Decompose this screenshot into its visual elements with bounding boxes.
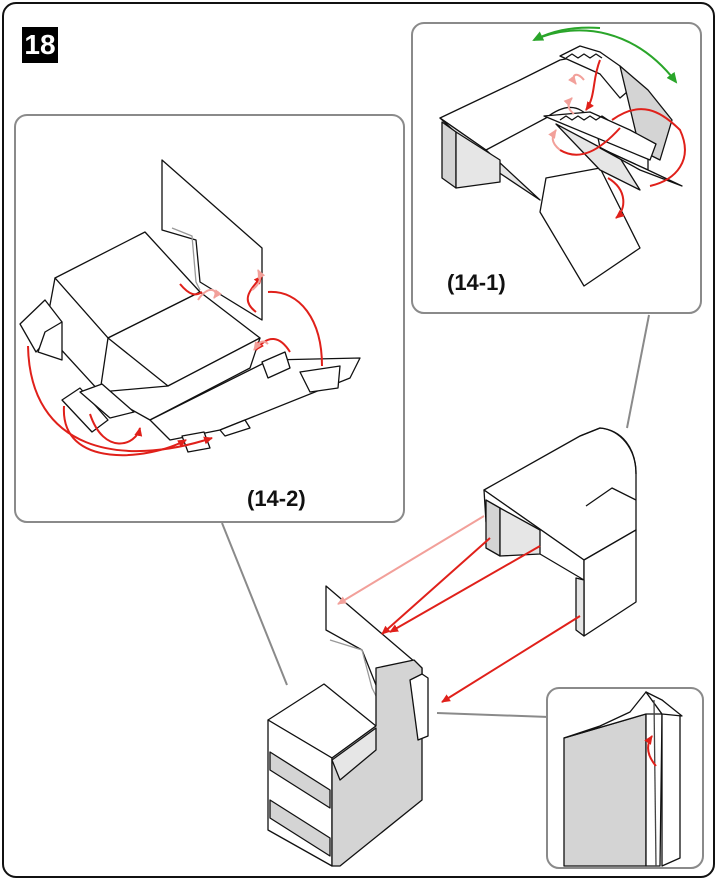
panel-14-2-illustration bbox=[19, 159, 361, 453]
panel-14-2: (14-2) bbox=[14, 114, 405, 523]
corner-piece bbox=[483, 427, 637, 637]
main-box bbox=[267, 585, 429, 867]
panel-14-1: (14-1) bbox=[411, 22, 702, 314]
detail-inset bbox=[546, 687, 704, 869]
leader-detail bbox=[436, 712, 550, 718]
step-number-badge: 18 bbox=[22, 27, 58, 63]
rotate-arrow bbox=[532, 26, 678, 84]
panel-14-1-illustration bbox=[439, 45, 683, 287]
panel-14-2-label: (14-2) bbox=[247, 486, 306, 511]
panel-14-1-fold-arrows bbox=[559, 59, 686, 219]
leader-14-1 bbox=[626, 314, 650, 429]
assembly-arrows bbox=[337, 515, 581, 703]
callout-leaders bbox=[221, 314, 650, 718]
leader-14-2 bbox=[221, 522, 288, 686]
panel-14-1-label: (14-1) bbox=[447, 270, 506, 295]
